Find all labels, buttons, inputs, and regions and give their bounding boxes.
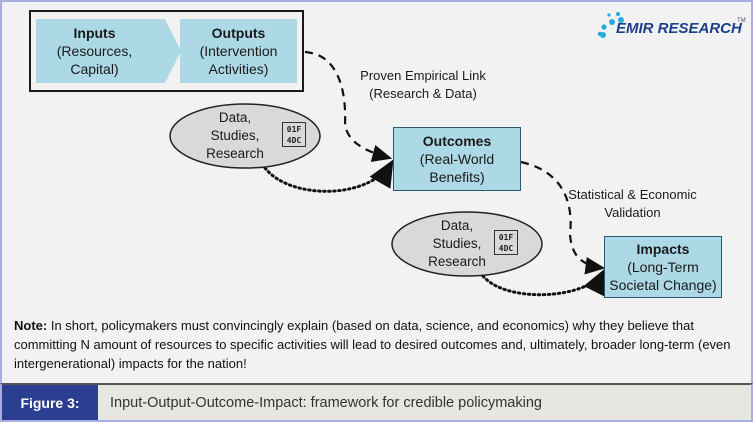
dotted-link-evidence1-outcomes [263, 159, 394, 193]
chevron-arrow-icon [153, 19, 181, 83]
link-label-empirical-2: (Research & Data) [369, 86, 477, 101]
inputs-desc-1: (Resources, [56, 43, 133, 59]
dashed-link-outcomes-impacts [520, 160, 606, 275]
impacts-box: Impacts (Long-Term Societal Change) [604, 236, 722, 298]
inputs-title: Inputs [73, 25, 116, 41]
evidence-2-line-2: Studies, [432, 236, 482, 251]
logo-text: EMIR RESEARCH [616, 20, 742, 37]
link-label-empirical-1: Proven Empirical Link [360, 68, 486, 83]
logo-trademark: TM [737, 18, 746, 24]
outputs-title: Outputs [211, 25, 266, 41]
figure-title: Input-Output-Outcome-Impact: framework f… [110, 394, 542, 411]
link-label-empirical: Proven Empirical Link (Research & Data) [348, 67, 498, 103]
outputs-desc-2: Activities) [208, 61, 269, 77]
evidence-text-2: Data, Studies, Research [412, 217, 502, 271]
outputs-desc-1: (Intervention [199, 43, 278, 59]
dotted-link-evidence2-impacts [478, 267, 607, 297]
dots-logo-icon [597, 12, 624, 38]
link-label-validation: Statistical & Economic Validation [560, 186, 705, 222]
link-label-validation-1: Statistical & Economic [568, 187, 697, 202]
evidence-text-1: Data, Studies, Research [190, 109, 280, 163]
impacts-desc-1: (Long-Term [627, 259, 699, 275]
note-paragraph: Note: In short, policymakers must convin… [14, 316, 744, 373]
data-code-icon: 01F 4DC [282, 122, 306, 147]
impacts-title: Impacts [636, 241, 690, 257]
inputs-box: Inputs (Resources, Capital) [36, 19, 153, 83]
outcomes-desc-1: (Real-World [419, 151, 495, 167]
code-line-1: 01F [498, 233, 514, 242]
outcomes-title: Outcomes [422, 133, 492, 149]
evidence-2-line-1: Data, [440, 218, 474, 233]
link-label-validation-2: Validation [604, 205, 661, 220]
outcomes-desc-2: Benefits) [429, 169, 485, 185]
outputs-box: Outputs (Intervention Activities) [180, 19, 297, 83]
note-text: In short, policymakers must convincingly… [14, 318, 731, 371]
evidence-ellipse-1 [169, 103, 321, 169]
evidence-1-line-2: Studies, [210, 128, 260, 143]
impacts-desc-2: Societal Change) [609, 277, 717, 293]
figure-caption-bar: Figure 3: Input-Output-Outcome-Impact: f… [0, 383, 753, 422]
evidence-ellipse-2 [391, 211, 543, 277]
evidence-1-line-3: Research [206, 146, 264, 161]
note-label: Note: [14, 318, 48, 333]
dashed-link-outputs-outcomes [304, 50, 393, 162]
evidence-2-line-3: Research [428, 254, 486, 269]
code-line-2: 4DC [498, 244, 514, 253]
evidence-1-line-1: Data, [218, 110, 252, 125]
figure-label: Figure 3: [2, 385, 98, 420]
code-line-2: 4DC [286, 136, 302, 145]
data-code-icon: 01F 4DC [494, 230, 518, 255]
code-line-1: 01F [286, 125, 302, 134]
outcomes-box: Outcomes (Real-World Benefits) [393, 127, 521, 191]
inputs-desc-2: Capital) [70, 61, 119, 77]
